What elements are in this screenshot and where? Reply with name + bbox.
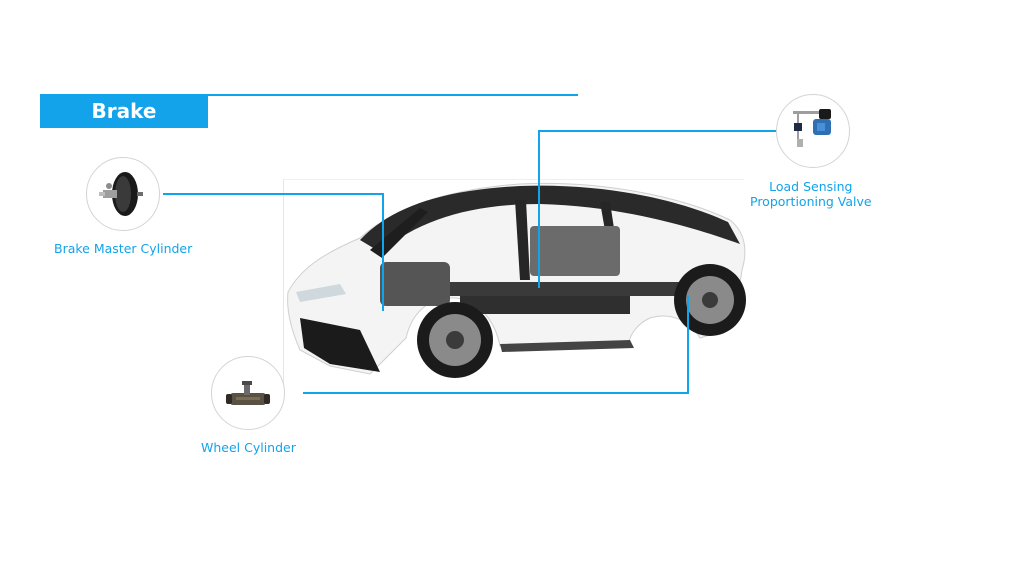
brake-master-cylinder-label: Brake Master Cylinder [54,241,193,256]
car-a-pillar [370,208,428,258]
wheel-cylinder-icon [226,381,270,405]
proportioning-valve-label-line2: Proportioning Valve [750,194,872,209]
wheel-cylinder-label: Wheel Cylinder [201,440,296,455]
connector-master-cylinder-v [382,193,384,311]
brake-master-cylinder-thumbnail [86,157,160,231]
car-front-bumper [300,318,380,372]
proportioning-valve-label-line1: Load Sensing [769,179,853,194]
car-rear-hub [702,292,718,308]
title-underline [208,94,578,96]
connector-valve-v [538,130,540,288]
car-drivetrain [530,226,620,276]
proportioning-valve-label: Load Sensing Proportioning Valve [750,179,872,209]
car-image-frame [283,179,744,388]
car-front-hub [446,331,464,349]
connector-master-cylinder-h [163,193,383,195]
section-title-tab: Brake [40,94,208,128]
connector-wheel-cylinder-h [303,392,689,394]
car-chassis-rail [420,282,680,296]
car-side-sill [500,340,634,352]
proportioning-valve-icon [793,109,831,147]
car-battery-pack [460,296,630,314]
proportioning-valve-thumbnail [776,94,850,168]
brake-booster-icon [99,172,143,216]
connector-wheel-cylinder-v [687,296,689,394]
section-title: Brake [91,99,157,123]
connector-valve-h [538,130,776,132]
car-b-pillar [515,200,530,280]
car-roof-frame [360,185,740,252]
car-headlight [296,284,346,302]
wheel-cylinder-thumbnail [211,356,285,430]
car-engine-block [380,262,450,306]
